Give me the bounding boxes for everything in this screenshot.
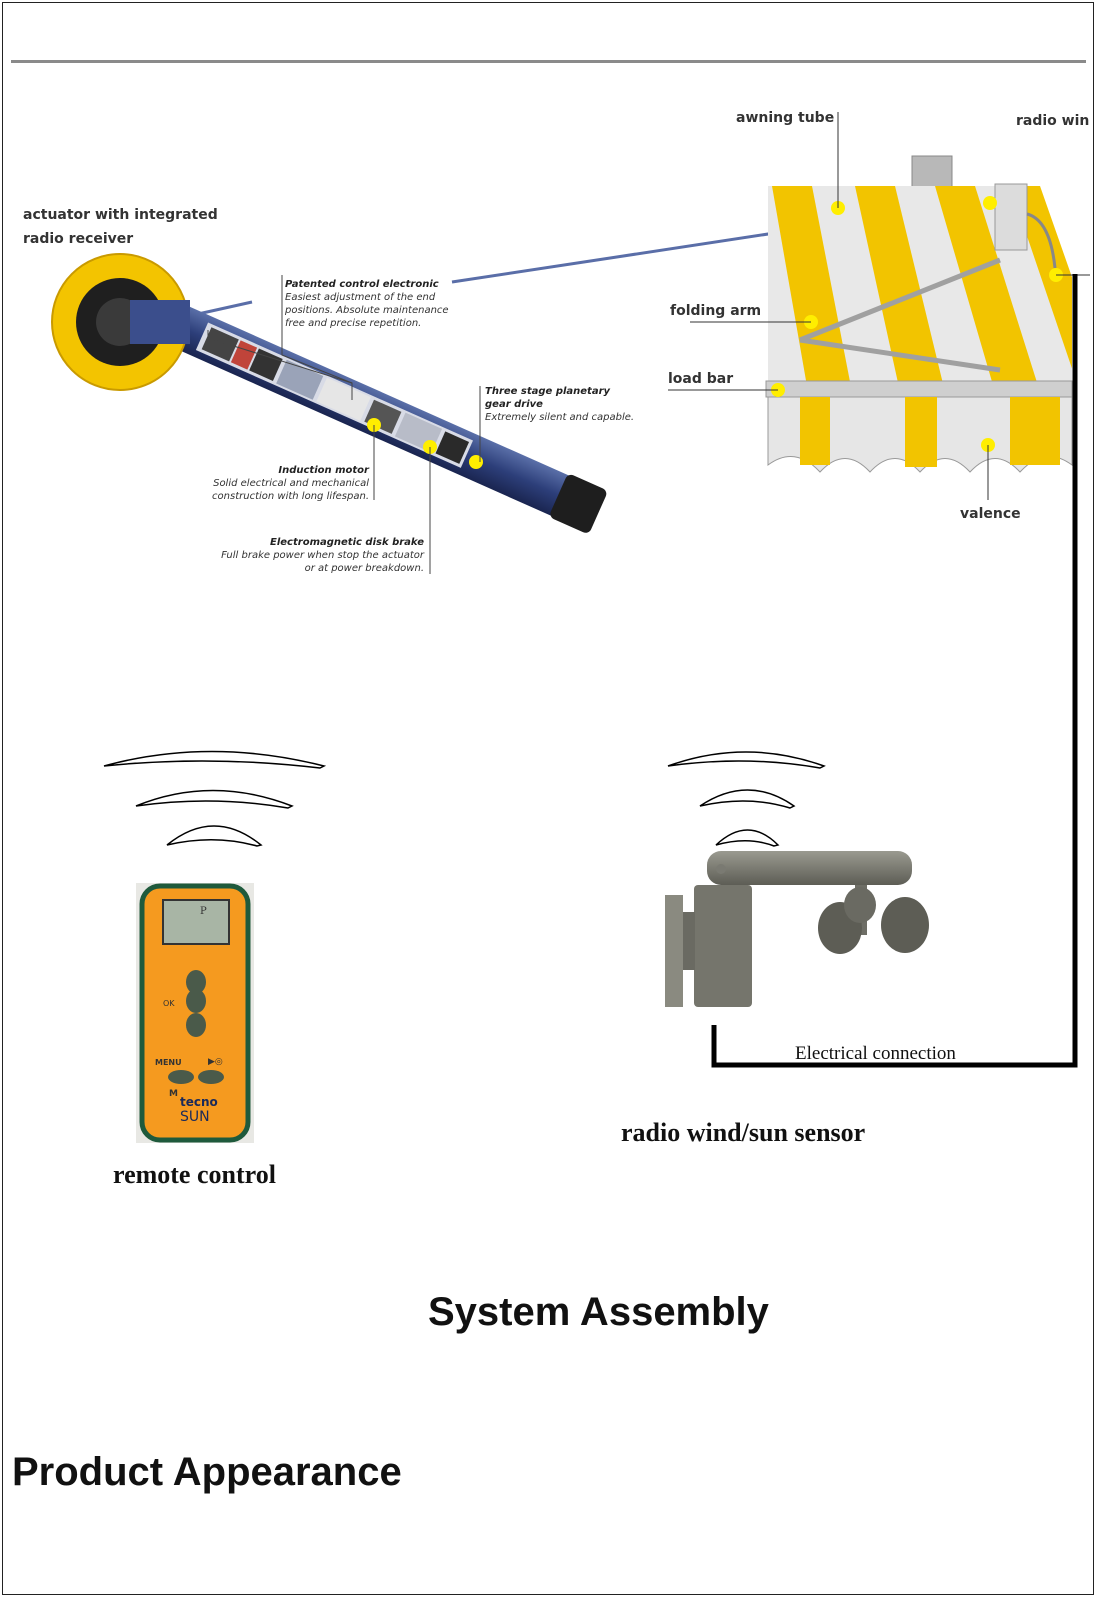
header-rule <box>11 60 1086 63</box>
remote-ok: OK <box>163 999 175 1008</box>
caption-remote-control: remote control <box>113 1160 276 1189</box>
radio-waves-sensor <box>667 751 826 847</box>
caption-radio-wind-sun-sensor: radio wind/sun sensor <box>621 1118 866 1147</box>
radio-waves-remote <box>103 750 327 847</box>
remote-brand1: tecno <box>180 1095 218 1109</box>
label-load-bar: load bar <box>668 371 733 387</box>
label-awning-tube: awning tube <box>736 110 834 126</box>
electrical-connection-label: Electrical connection <box>795 1043 956 1064</box>
remote-brand2: SUN <box>180 1109 210 1125</box>
remote-screen-letter: P <box>200 906 207 917</box>
actuator-title-line2: radio receiver <box>23 231 133 247</box>
brake-title: Electromagnetic disk brake <box>270 537 424 548</box>
actuator-title-line1: actuator with integrated <box>23 207 218 223</box>
svg-text:▶◎: ▶◎ <box>208 1057 223 1067</box>
wind-sun-sensor-illustration <box>665 851 929 1007</box>
zoom-line <box>197 300 253 316</box>
label-folding-arm: folding arm <box>670 303 761 319</box>
motor-title: Induction motor <box>278 465 370 476</box>
brake-line1: Full brake power when stop the actuator <box>221 550 425 561</box>
electrical-wire <box>711 274 1078 1068</box>
patented-line3: free and precise repetition. <box>285 318 421 329</box>
heading-system-assembly: System Assembly <box>428 1290 769 1334</box>
gear-title1: Three stage planetary <box>485 386 611 397</box>
remote-m: M <box>169 1089 178 1099</box>
motor-line2: construction with long lifespan. <box>212 491 369 502</box>
brake-line2: or at power breakdown. <box>305 563 424 574</box>
actuator-illustration: actuator with integrated radio receiver … <box>23 198 993 574</box>
heading-product-appearance: Product Appearance <box>12 1450 402 1494</box>
gear-line1: Extremely silent and capable. <box>485 412 634 423</box>
remote-control-illustration: P OK MENU ▶◎ M tecno SUN <box>136 883 254 1143</box>
awning-illustration: awning tube radio win folding arm load b… <box>668 110 1090 522</box>
gear-title2: gear drive <box>485 399 543 410</box>
label-valence: valence <box>960 506 1021 522</box>
patented-title: Patented control electronic <box>285 279 439 290</box>
patented-line1: Easiest adjustment of the end <box>285 292 436 303</box>
label-radio-wind-cut: radio win <box>1016 113 1089 129</box>
remote-menu: MENU <box>155 1058 182 1067</box>
motor-line1: Solid electrical and mechanical <box>213 478 369 489</box>
patented-line2: positions. Absolute maintenance <box>284 305 449 316</box>
